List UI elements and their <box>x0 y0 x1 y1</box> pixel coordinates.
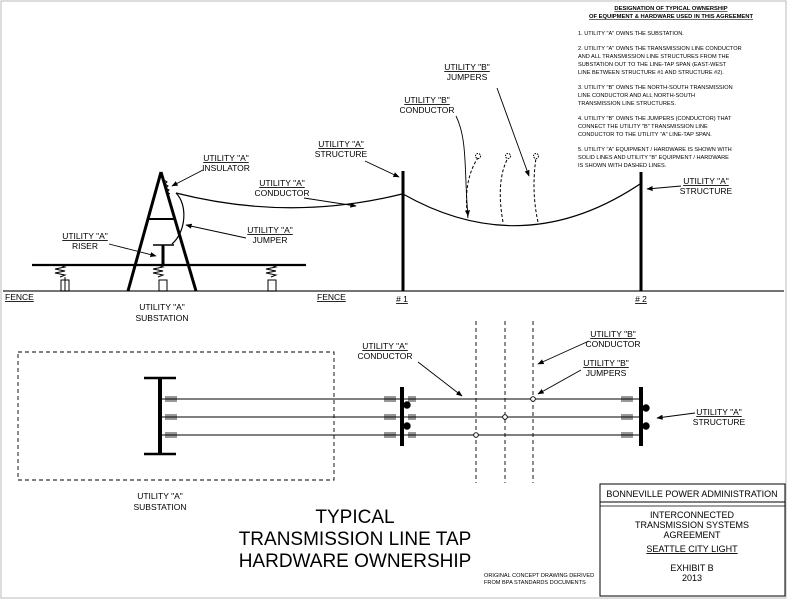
jumpers-b-label-line1: UTILITY "B" <box>444 62 490 72</box>
title-block-agreement-3: AGREEMENT <box>663 530 721 540</box>
plan-substation-line2: SUBSTATION <box>133 502 186 512</box>
line-tap-span <box>402 183 641 227</box>
utility-b-jumper-1 <box>465 157 479 219</box>
elevation-view <box>3 153 784 292</box>
plan-structure-a-line2: STRUCTURE <box>693 417 746 427</box>
notes-heading-line1: DESIGNATION OF TYPICAL OWNERSHIP <box>614 6 727 12</box>
top-insulator <box>163 179 171 195</box>
structure-2-label: # 2 <box>635 294 647 304</box>
source-note-line2: FROM BPA STANDARDS DOCUMENTS <box>484 580 586 586</box>
note-4: CONDUCTOR TO THE UTILITY "A" LINE-TAP SP… <box>578 132 712 138</box>
structure-a-right-label-line2: STRUCTURE <box>680 186 733 196</box>
notes-heading-line2: OF EQUIPMENT & HARDWARE USED IN THIS AGR… <box>589 14 753 20</box>
jumpers-b-label-line2: JUMPERS <box>447 72 488 82</box>
plan-view <box>17 321 650 483</box>
substation-label-line2: SUBSTATION <box>135 313 188 323</box>
insulator-label-line1: UTILITY "A" <box>203 153 249 163</box>
plan-conductor-a-line2: CONDUCTOR <box>357 351 412 361</box>
plan-structure-a-line1: UTILITY "A" <box>696 407 742 417</box>
title-block-org: BONNEVILLE POWER ADMINISTRATION <box>606 489 777 499</box>
plan-leaders <box>417 340 696 420</box>
elevation-leaders <box>108 87 682 258</box>
note-4: CONNECT THE UTILITY "B" TRANSMISSION LIN… <box>578 124 708 130</box>
fence-label-right: FENCE <box>317 292 346 302</box>
conductor-substation-to-1 <box>175 192 403 209</box>
ownership-notes: DESIGNATION OF TYPICAL OWNERSHIP OF EQUI… <box>578 6 753 169</box>
riser-label-line1: UTILITY "A" <box>62 231 108 241</box>
note-2: SUBSTATION OUT TO THE LINE-TAP SPAN (EAS… <box>578 62 727 68</box>
plan-substation-fence <box>17 351 335 481</box>
title-block: BONNEVILLE POWER ADMINISTRATION INTERCON… <box>599 483 786 597</box>
plan-conductor-b-line1: UTILITY "B" <box>590 329 636 339</box>
jumper-a-label-line2: JUMPER <box>253 235 288 245</box>
plan-conductor-a-line1: UTILITY "A" <box>362 341 408 351</box>
title-block-exhibit: EXHIBIT B <box>670 563 713 573</box>
title-line2: TRANSMISSION LINE TAP <box>239 529 472 550</box>
fence-label-left: FENCE <box>5 292 34 302</box>
note-2: LINE BETWEEN STRUCTURE #1 AND STRUCTURE … <box>578 70 724 76</box>
plan-jumpers-b-line2: JUMPERS <box>586 368 627 378</box>
title-block-party: SEATTLE CITY LIGHT <box>646 544 738 554</box>
title-block-year: 2013 <box>682 573 702 583</box>
structure-a-right-label-line1: UTILITY "A" <box>683 176 729 186</box>
bus-insulator-middle <box>152 264 168 292</box>
plan-conductor-b-line2: CONDUCTOR <box>585 339 640 349</box>
source-note-line1: ORIGINAL CONCEPT DRAWING DERIVED <box>484 573 594 579</box>
note-5: 5. UTILITY "A" EQUIPMENT / HARDWARE IS S… <box>578 147 732 153</box>
utility-a-jumper <box>171 192 185 245</box>
utility-b-jumper-3 <box>533 157 539 223</box>
plan-jumpers-b-line1: UTILITY "B" <box>583 358 629 368</box>
note-3: 3. UTILITY "B" OWNS THE NORTH-SOUTH TRAN… <box>578 85 733 91</box>
structure-a-left-label-line1: UTILITY "A" <box>318 139 364 149</box>
note-2: AND ALL TRANSMISSION LINE STRUCTURES FRO… <box>578 54 730 60</box>
jumper-end-2 <box>505 153 511 159</box>
note-3: LINE CONDUCTOR AND ALL NORTH-SOUTH <box>578 93 695 99</box>
drawing-title: TYPICAL TRANSMISSION LINE TAP HARDWARE O… <box>239 507 472 572</box>
a-frame-left-leg <box>126 171 163 292</box>
conductor-a-label-line1: UTILITY "A" <box>259 178 305 188</box>
jumper-end-3 <box>533 153 539 159</box>
jumper-a-label-line1: UTILITY "A" <box>247 225 293 235</box>
structure-a-left-label-line2: STRUCTURE <box>315 149 368 159</box>
insulator-label-line2: INSULATOR <box>202 163 250 173</box>
note-4: 4. UTILITY "B" OWNS THE JUMPERS (CONDUCT… <box>578 116 732 122</box>
structure-1-label: # 1 <box>396 294 408 304</box>
title-line3: HARDWARE OWNERSHIP <box>239 551 472 572</box>
note-5: SOLID LINES AND UTILITY "B" EQUIPMENT / … <box>578 155 729 161</box>
note-1: 1. UTILITY "A" OWNS THE SUBSTATION. <box>578 31 684 37</box>
bus-insulator-right <box>265 264 278 292</box>
conductor-b-label-line1: UTILITY "B" <box>404 95 450 105</box>
title-block-agreement-2: TRANSMISSION SYSTEMS <box>635 520 749 530</box>
note-3: TRANSMISSION LINE STRUCTURES. <box>578 101 676 107</box>
substation-label-line1: UTILITY "A" <box>139 302 185 312</box>
riser-label-line2: RISER <box>72 241 98 251</box>
title-block-agreement-1: INTERCONNECTED <box>650 510 735 520</box>
conductor-a-label-line2: CONDUCTOR <box>254 188 309 198</box>
bus-insulator-left <box>54 264 70 292</box>
a-frame-right-leg <box>159 171 198 292</box>
title-line1: TYPICAL <box>315 507 394 528</box>
plan-labels: UTILITY "A" CONDUCTOR UTILITY "B" CONDUC… <box>133 329 745 512</box>
note-5: IS SHOWN WITH DASHED LINES. <box>578 163 667 169</box>
utility-b-jumper-2 <box>499 157 509 223</box>
note-2: 2. UTILITY "A" OWNS THE TRANSMISSION LIN… <box>578 46 742 52</box>
plan-substation-line1: UTILITY "A" <box>137 491 183 501</box>
jumper-end-1 <box>475 153 481 159</box>
elevation-labels: UTILITY "A" INSULATOR UTILITY "A" RISER … <box>5 62 733 323</box>
sheet-border <box>0 0 787 599</box>
conductor-b-label-line2: CONDUCTOR <box>399 105 454 115</box>
